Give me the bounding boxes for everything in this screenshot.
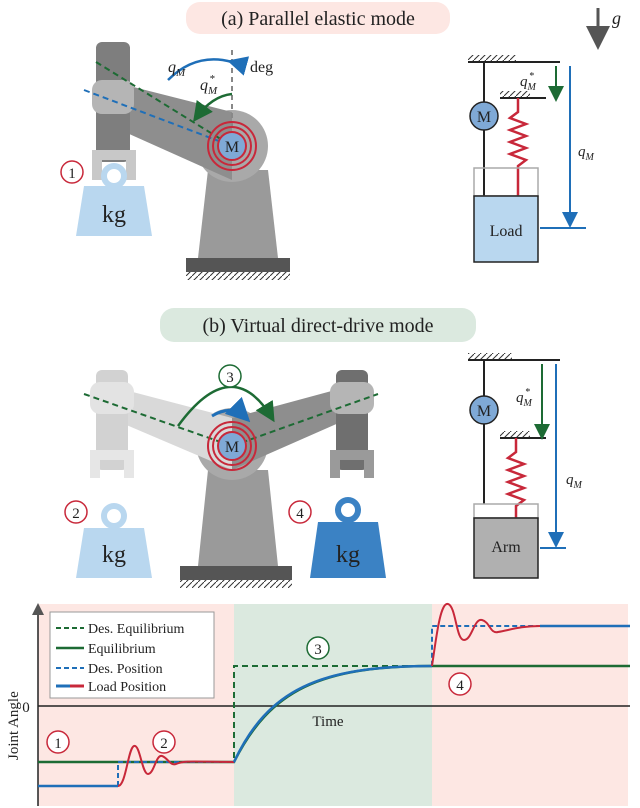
motor-a: M <box>207 121 257 171</box>
b-dashed-right <box>231 393 379 447</box>
legend-label-1: Equilibrium <box>88 642 156 657</box>
zero-deg-label: 0 deg <box>238 59 273 76</box>
series-load-position-2 <box>431 603 541 667</box>
schematic-a-q-m: qM <box>578 144 595 163</box>
y-axis-label: Joint Angle <box>6 691 22 760</box>
panel-a: (a) Parallel elastic mode g 0 deg <box>60 2 621 280</box>
region-3 <box>432 604 628 806</box>
schematic-b-arm: Arm <box>491 539 521 556</box>
region-2 <box>234 604 432 806</box>
chart-step-1-badge <box>46 730 70 754</box>
legend: Des. Equilibrium Equilibrium Des. Positi… <box>49 611 215 699</box>
q-star-line <box>95 61 233 147</box>
series-load-position-blue-2 <box>232 664 433 763</box>
motor-b-label: M <box>225 439 239 456</box>
x-axis-label: Time <box>312 714 343 730</box>
panel-b-title-pill <box>160 308 476 342</box>
panel-a-title: (a) Parallel elastic mode <box>221 8 415 30</box>
schematic-b: M Arm qM* qM <box>468 353 583 579</box>
q-m-arc <box>167 56 250 81</box>
weight-b-left-label: kg <box>102 542 126 568</box>
panel-b: (b) Virtual direct-drive mode 3 <box>64 308 583 588</box>
chart-step-2-badge <box>152 730 176 754</box>
motor-b: M <box>207 421 257 471</box>
step-1-badge-a <box>60 160 84 184</box>
legend-label-2: Des. Position <box>88 662 163 677</box>
weight-b-right-label: kg <box>336 542 360 568</box>
chart-step-3: 3 <box>314 642 322 658</box>
legend-label-3: Load Position <box>88 680 166 695</box>
motor-a-label: M <box>225 139 239 156</box>
schematic-a-motor: M <box>477 109 491 126</box>
schematic-a-load: Load <box>490 223 523 240</box>
chart-step-3-badge <box>306 636 330 660</box>
chart-step-4: 4 <box>456 678 464 694</box>
step-4-label: 4 <box>296 506 304 522</box>
step-4-badge <box>288 500 312 524</box>
step-2-label: 2 <box>72 506 80 522</box>
weight-a-label: kg <box>102 202 126 228</box>
schematic-b-q-m: qM <box>566 472 583 491</box>
weight-b-right: kg <box>310 497 386 578</box>
schematic-a-q-star: qM* <box>520 71 537 93</box>
chart-step-2: 2 <box>160 736 168 752</box>
step-3-badge-b <box>218 364 242 388</box>
b-dashed-left <box>83 393 233 447</box>
weight-a: kg <box>76 163 152 236</box>
step-2-badge <box>64 500 88 524</box>
y-zero-label: 0 <box>22 700 30 716</box>
panel-b-title: (b) Virtual direct-drive mode <box>202 315 433 337</box>
q-star-arc <box>193 92 233 123</box>
legend-label-0: Des. Equilibrium <box>88 622 185 637</box>
weight-b-left: kg <box>76 503 152 578</box>
gravity-label: g <box>612 8 621 28</box>
schematic-b-q-star: qM* <box>516 387 533 409</box>
chart-step-1: 1 <box>54 736 62 752</box>
schematic-b-motor: M <box>477 403 491 420</box>
chart: 0 Joint Angle Time 1 2 3 4 Des. Equilibr… <box>6 603 630 806</box>
step-1-label-a: 1 <box>68 166 76 182</box>
panel-a-title-pill <box>186 2 450 34</box>
q-m-line <box>83 89 233 147</box>
q-m-label-a: qM <box>168 59 186 79</box>
series-load-position-1 <box>38 745 235 787</box>
b-arc-blue <box>211 396 251 423</box>
step-3-label-b: 3 <box>226 370 234 386</box>
chart-step-4-badge <box>448 672 472 696</box>
q-star-label-a: qM* <box>200 73 218 97</box>
schematic-a: M Load qM* qM <box>468 55 595 263</box>
